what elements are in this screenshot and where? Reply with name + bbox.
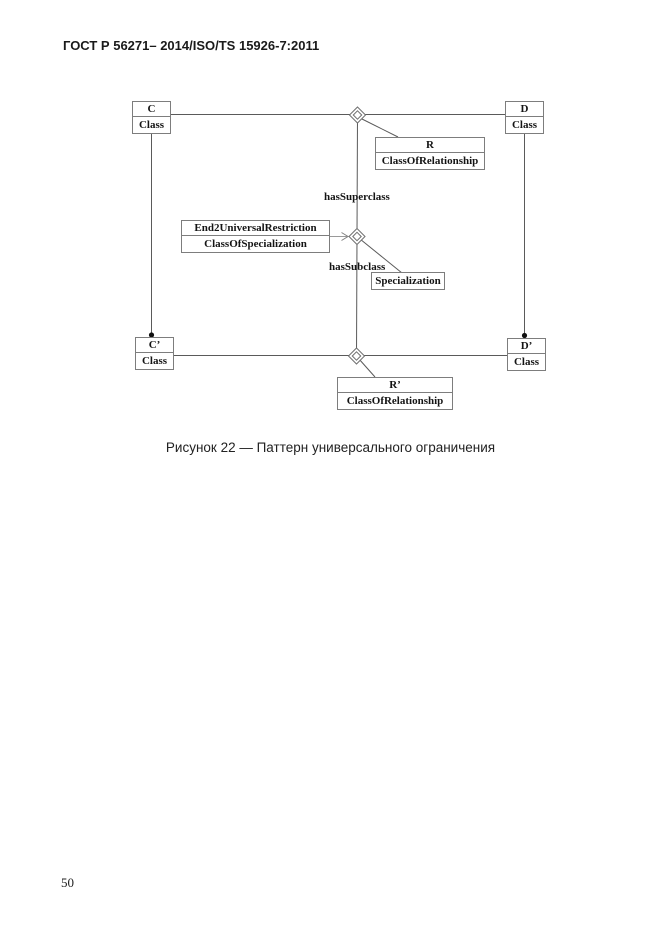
- document-header: ГОСТ Р 56271– 2014/ISO/TS 15926-7:2011: [63, 38, 320, 53]
- class-box-cprime-title: C’: [136, 338, 173, 353]
- class-box-rprime: R’ ClassOfRelationship: [337, 377, 453, 410]
- class-box-d: D Class: [505, 101, 544, 134]
- diamond-bottom: [347, 347, 366, 365]
- class-box-rprime-type: ClassOfRelationship: [346, 395, 444, 407]
- dot-cprime: [148, 332, 155, 338]
- class-box-d-type: Class: [511, 119, 538, 131]
- class-box-end2: End2UniversalRestriction ClassOfSpeciali…: [181, 220, 330, 253]
- class-box-cprime-type: Class: [141, 355, 168, 367]
- edge-to-rprime: [358, 358, 376, 378]
- class-box-dprime-title: D’: [508, 339, 545, 354]
- class-box-end2-type: ClassOfSpecialization: [204, 238, 307, 250]
- class-box-dprime-type: Class: [513, 356, 540, 368]
- edge-to-specialization: [359, 238, 403, 274]
- class-box-d-title: D: [506, 102, 543, 117]
- class-box-rprime-title: R’: [338, 378, 452, 393]
- edge-to-r: [359, 117, 399, 138]
- edge-label-hassuperclass: hasSuperclass: [324, 191, 390, 203]
- page-number: 50: [61, 875, 74, 890]
- diamond-top: [348, 106, 367, 124]
- class-box-r: R ClassOfRelationship: [375, 137, 485, 170]
- class-box-cprime: C’ Class: [135, 337, 174, 370]
- figure-caption: Рисунок 22 — Паттерн универсального огра…: [165, 440, 496, 455]
- class-box-c: C Class: [132, 101, 171, 134]
- class-box-specialization: Specialization: [371, 272, 445, 290]
- class-box-r-title: R: [376, 138, 484, 153]
- diamond-middle: [348, 227, 366, 246]
- class-box-end2-title: End2UniversalRestriction: [182, 221, 329, 236]
- class-box-c-title: C: [133, 102, 170, 117]
- edge-label-hassubclass: hasSubclass: [329, 261, 386, 273]
- class-box-r-type: ClassOfRelationship: [381, 155, 479, 167]
- arrowhead: [341, 232, 349, 241]
- class-box-c-type: Class: [138, 119, 165, 131]
- dot-dprime: [521, 332, 528, 339]
- class-box-dprime: D’ Class: [507, 338, 546, 371]
